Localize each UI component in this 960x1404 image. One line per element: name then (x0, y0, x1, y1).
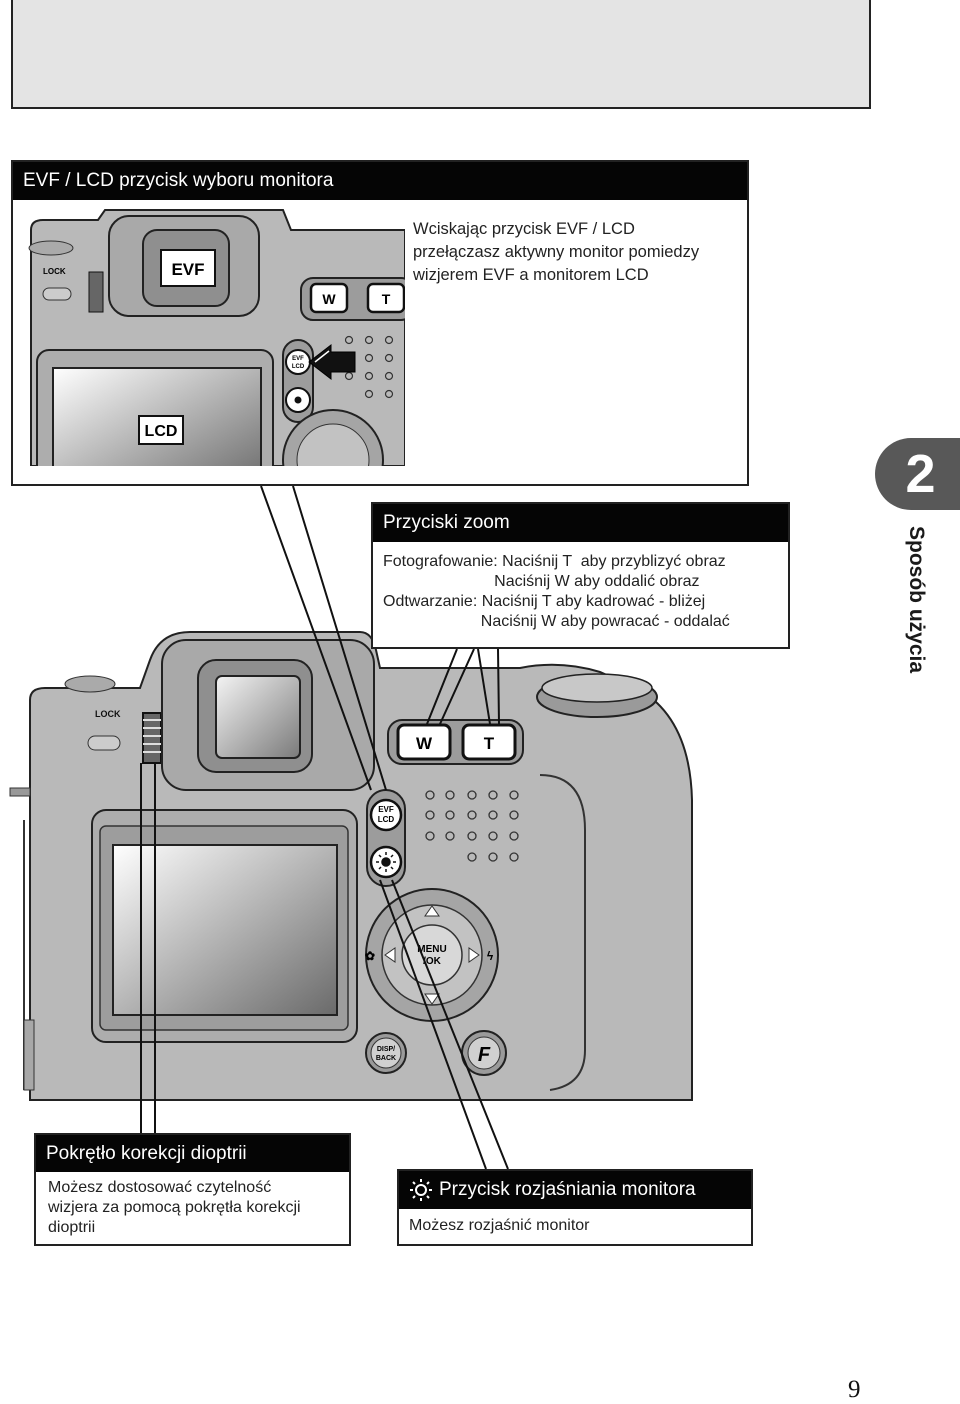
svg-text:✿: ✿ (365, 949, 375, 963)
section-number: 2 (905, 444, 936, 504)
svg-text:LCD: LCD (292, 364, 305, 370)
sun-icon (376, 852, 396, 872)
brightness-callout: Przycisk rozjaśniania monitora Możesz ro… (397, 1169, 753, 1246)
section-label: Sposób użycia (905, 526, 928, 674)
sun-icon (409, 1178, 433, 1202)
evf-lcd-callout: EVF / LCD przycisk wyboru monitora Wcisk… (11, 160, 749, 486)
evf-lcd-inset-illustration: LOCK EVF W T EVF LCD LCD (28, 209, 405, 466)
diopter-callout: Pokrętło korekcji dioptrii Możesz dostos… (34, 1133, 351, 1246)
evf-button-line2: LCD (378, 815, 395, 824)
zoom-callout: Przyciski zoom Fotografowanie: Naciśnij … (371, 502, 790, 649)
svg-text:EVF: EVF (292, 356, 304, 362)
t-button-label: T (484, 734, 495, 753)
zoom-callout-title: Przyciski zoom (373, 504, 788, 542)
disp-line2: BACK (376, 1055, 396, 1062)
evf-button-line1: EVF (378, 805, 394, 814)
ok-label: /OK (423, 956, 442, 967)
svg-text:LOCK: LOCK (43, 267, 66, 276)
top-image-placeholder (11, 0, 871, 109)
w-button-label: W (416, 734, 433, 753)
inset-evf-label: EVF (171, 260, 204, 279)
svg-text:ϟ: ϟ (487, 949, 494, 963)
evf-lcd-callout-title: EVF / LCD przycisk wyboru monitora (13, 162, 747, 200)
section-label-container: Sposób użycia (888, 526, 928, 696)
svg-text:T: T (382, 291, 391, 307)
lock-label: LOCK (95, 709, 121, 719)
diopter-callout-title: Pokrętło korekcji dioptrii (36, 1135, 349, 1172)
disp-line1: DISP/ (377, 1046, 395, 1053)
section-tab: 2 (875, 438, 960, 510)
brightness-callout-description: Możesz rozjaśnić monitor (409, 1217, 590, 1234)
page-number: 9 (848, 1376, 861, 1403)
diopter-callout-description: Możesz dostosować czytelność wizjera za … (48, 1179, 301, 1236)
zoom-callout-description: Fotografowanie: Naciśnij T aby przyblizy… (383, 553, 730, 630)
evf-lcd-callout-description: Wciskając przycisk EVF / LCD przełączasz… (413, 220, 700, 284)
brightness-callout-title: Przycisk rozjaśniania monitora (439, 1179, 696, 1200)
menu-label: MENU (417, 944, 446, 955)
f-button-label: F (478, 1044, 491, 1066)
inset-lcd-label: LCD (145, 423, 178, 440)
svg-text:W: W (322, 291, 336, 307)
